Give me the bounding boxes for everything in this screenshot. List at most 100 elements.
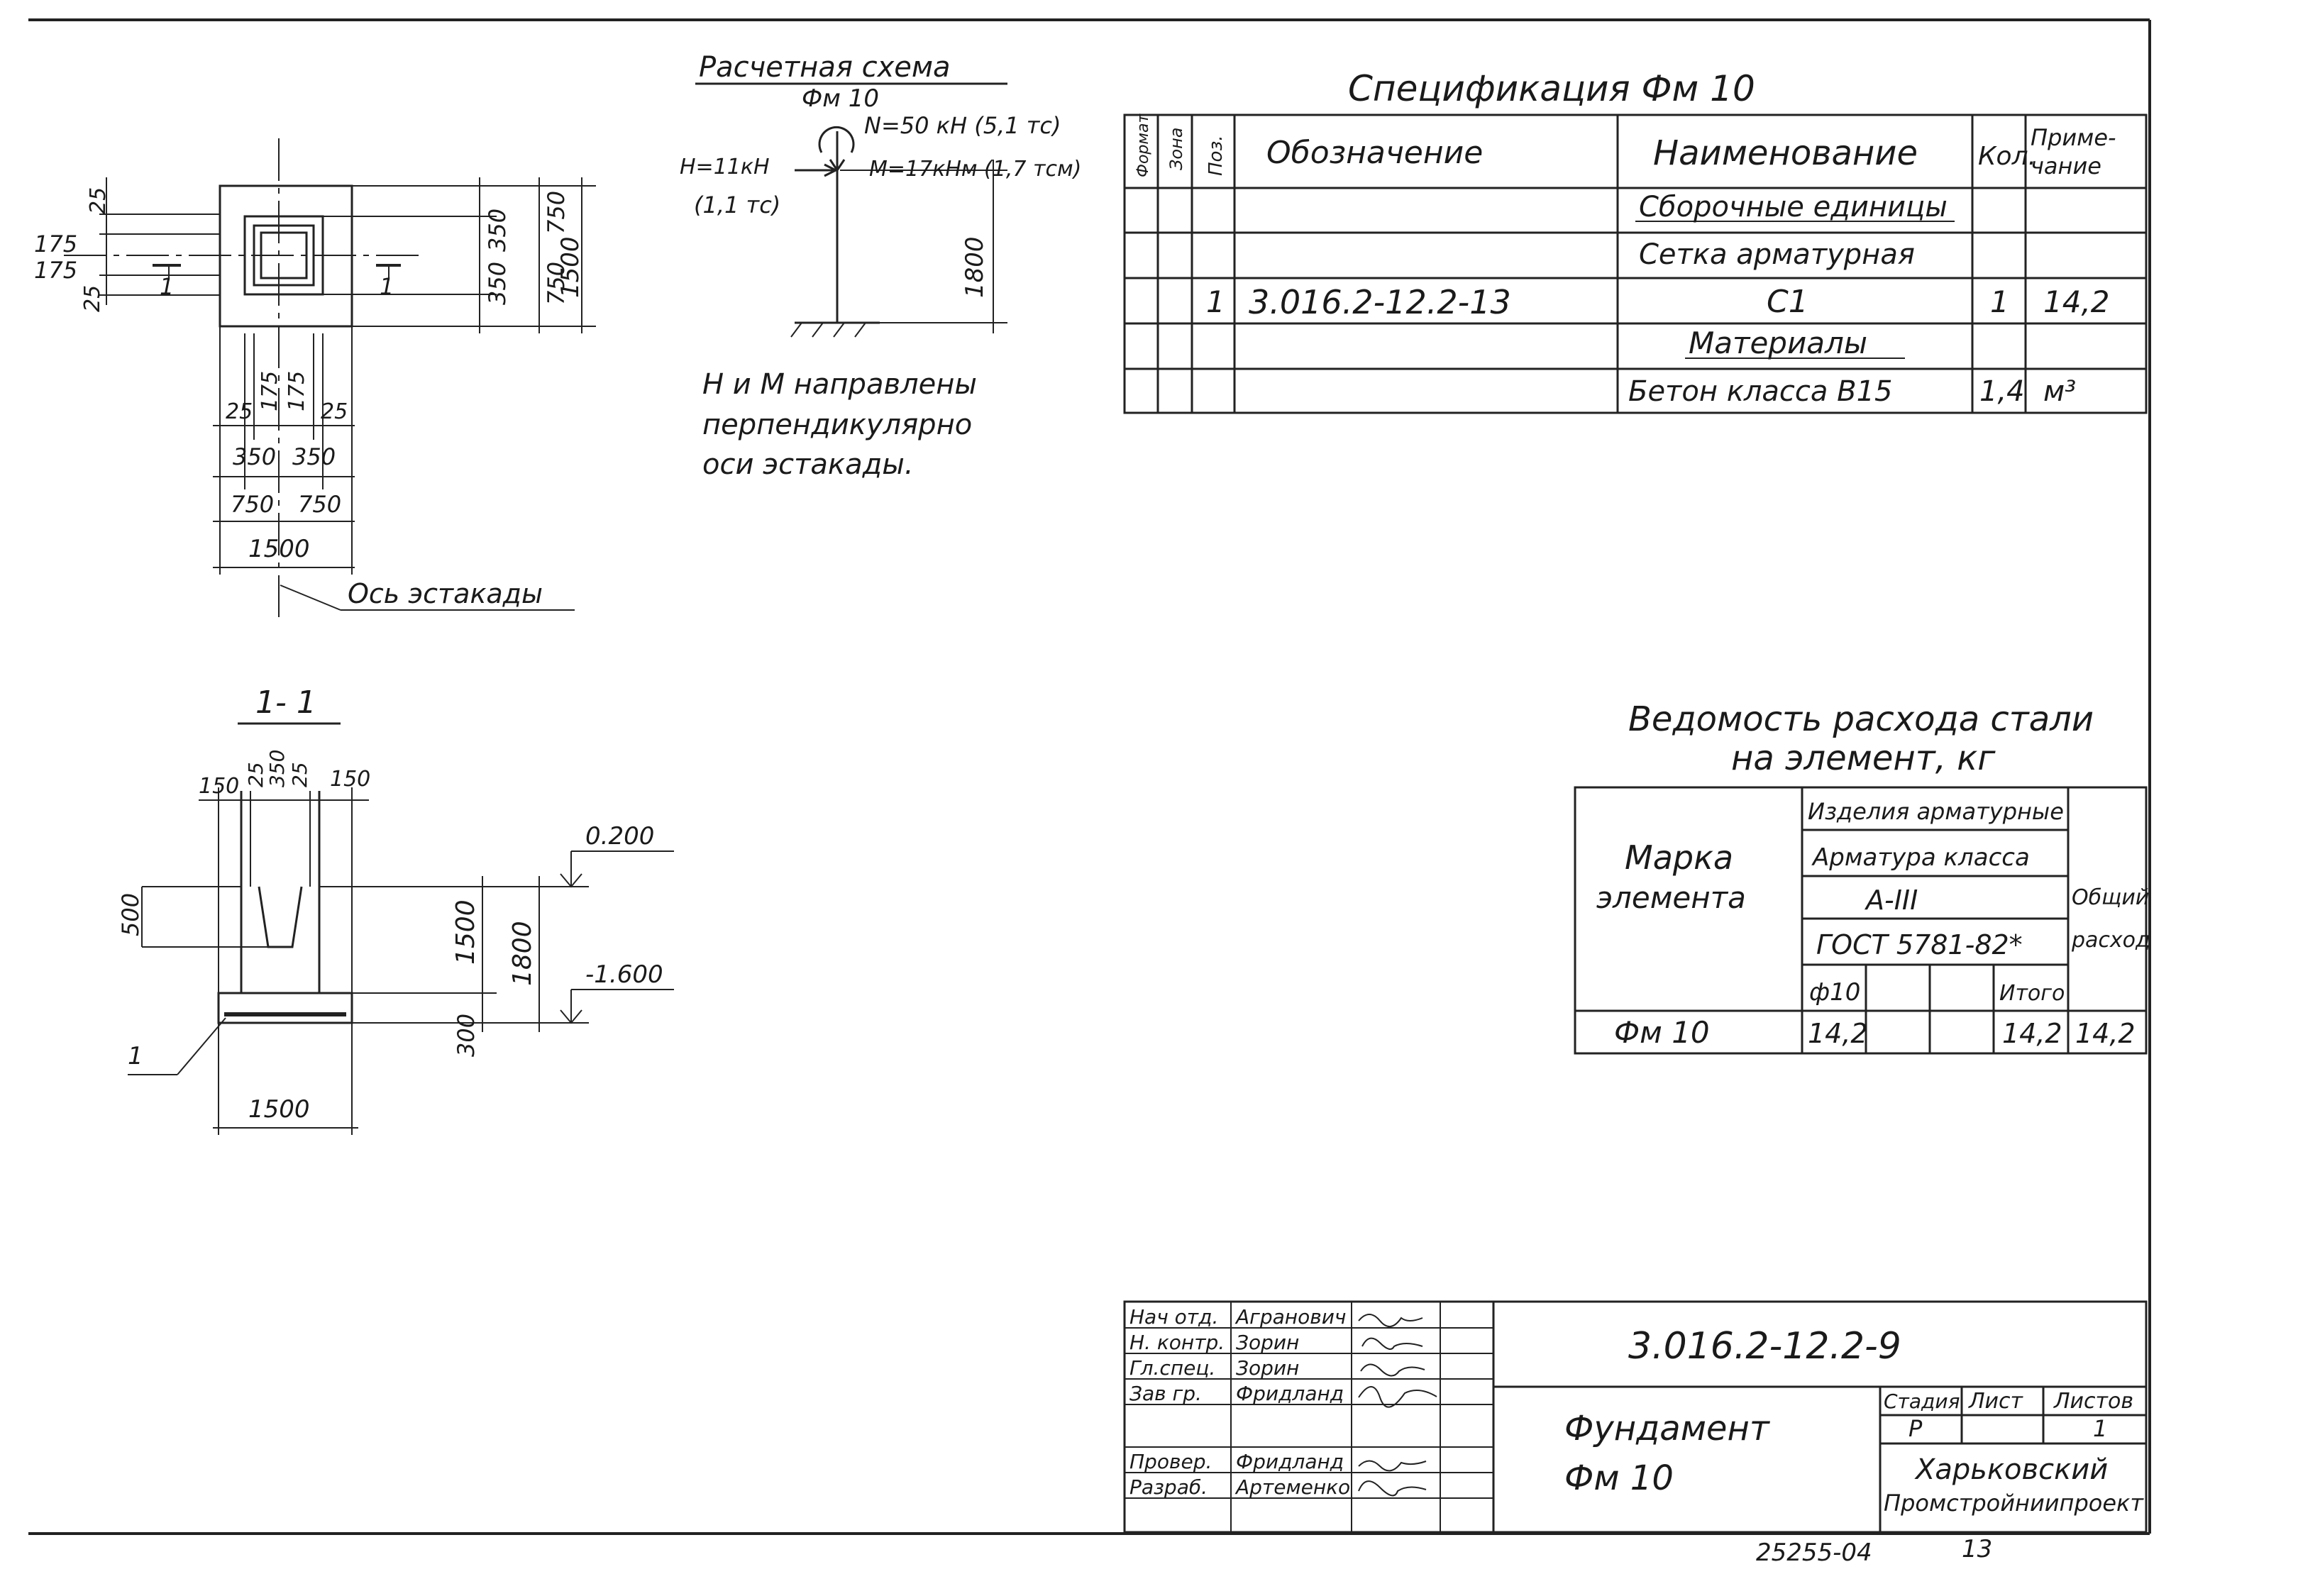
calc-scheme (695, 82, 1007, 338)
role-4: Зав гр. (1129, 1382, 1202, 1405)
steel-title-1: Ведомость расхода стали (1628, 699, 2094, 739)
steel-row-itogo: 14,2 (2002, 1018, 2062, 1049)
stage-value: Р (1908, 1415, 1923, 1442)
calc-note-line-2: перпендикулярно (702, 409, 972, 441)
spec-header-name: Наименование (1653, 133, 1918, 173)
name-3: Зорин (1236, 1356, 1299, 1380)
steel-total-header-1: Общий (2072, 885, 2149, 910)
calc-scheme-element: Фм 10 (802, 84, 879, 113)
spec-row-3-note: 14,2 (2043, 284, 2110, 319)
role-1: Нач отд. (1129, 1305, 1218, 1329)
steel-mark-label-1: Марка (1625, 838, 1733, 877)
sheets-label: Листов (2053, 1389, 2133, 1414)
plan-dim-25-bottom: 25 (80, 285, 105, 312)
section-dim-350: 350 (265, 750, 289, 787)
role-7: Разраб. (1129, 1475, 1208, 1499)
plan-labels: 25 175 175 25 1 1 350 350 750 750 1500 2… (34, 187, 585, 609)
section-mark-right: 1 (380, 273, 394, 300)
spec-row-3-pos: 1 (1206, 284, 1225, 319)
spec-title: Спецификация Фм 10 (1348, 68, 1755, 109)
spec-row-5-qty: 1,4 (1979, 375, 2025, 408)
spec-row-5-note: м³ (2043, 375, 2076, 408)
steel-mark-label-2: элемента (1596, 880, 1746, 915)
level-top: 0.200 (585, 822, 654, 850)
plan-bottom-175-a: 175 (258, 371, 282, 411)
section-dim-1500: 1500 (451, 899, 480, 965)
stage-label: Стадия (1884, 1390, 1960, 1413)
plan-dim-25-top: 25 (86, 187, 111, 214)
name-7: Артеменко (1234, 1475, 1350, 1499)
section-title: 1- 1 (255, 685, 316, 721)
calc-note-line-3: оси эстакады. (702, 448, 914, 481)
page-number: 13 (1962, 1535, 1992, 1563)
spec-header-note-2: чание (2031, 153, 2101, 179)
spec-header-note-1: Приме- (2031, 124, 2116, 151)
calc-scheme-labels: Расчетная схема Фм 10 N=50 кН (5,1 тс) H… (680, 51, 1081, 481)
title-block-labels: Нач отд. Агранович Н. контр. Зорин Гл.сп… (1129, 1305, 2144, 1517)
name-4: Фридланд (1236, 1382, 1344, 1405)
org-name-2: Промстройниипроект (1884, 1490, 2144, 1517)
section-dim-150-a: 150 (199, 774, 239, 799)
steel-row-total: 14,2 (2075, 1018, 2136, 1049)
spec-row-3-qty: 1 (1990, 284, 2009, 319)
calc-scheme-h-force: H=11кН (680, 155, 770, 179)
spec-row-4-name: Материалы (1689, 326, 1867, 360)
spec-row-3-designation: 3.016.2-12.2-13 (1249, 283, 1511, 321)
plan-bottom-175-b: 175 (285, 371, 309, 411)
plan-dim-175-a: 175 (34, 231, 77, 257)
steel-total-header-2: расход (2071, 928, 2150, 953)
section-dim-300: 300 (453, 1014, 480, 1057)
sheet-label: Лист (1968, 1389, 2024, 1414)
plan-bottom-750-a: 750 (231, 491, 274, 518)
spec-row-2-name: Сетка арматурная (1639, 238, 1915, 271)
plan-bottom-350-a: 350 (233, 443, 276, 470)
spec-row-1-name: Сборочные единицы (1639, 191, 1948, 223)
calc-scheme-height: 1800 (961, 236, 989, 298)
plan-dim-1500-side: 1500 (556, 236, 585, 298)
doc-code: 3.016.2-12.2-9 (1628, 1325, 1901, 1368)
name-6: Фридланд (1236, 1450, 1344, 1473)
plan-bottom-25-b: 25 (321, 399, 348, 424)
plan-dim-350-b: 350 (484, 262, 511, 305)
spec-table (1123, 113, 2148, 414)
calc-scheme-h-force-tc: (1,1 тс) (694, 192, 780, 218)
plan-bottom-25-a: 25 (226, 399, 253, 424)
spec-labels: Спецификация Фм 10 Формат Зона Поз. Обоз… (1134, 68, 2116, 408)
steel-labels: Ведомость расхода стали на элемент, кг М… (1596, 699, 2150, 1050)
org-name-1: Харьковский (1914, 1453, 2108, 1486)
section-dim-500: 500 (117, 893, 144, 936)
calc-scheme-moment: M=17кНм (1,7 тсм) (869, 157, 1081, 182)
plan-bottom-350-b: 350 (292, 443, 336, 470)
spec-header-zone: Зона (1166, 128, 1186, 170)
steel-gost: ГОСТ 5781-82* (1816, 929, 2023, 960)
steel-class-value: А-III (1864, 885, 1918, 916)
axis-label: Ось эстакады (348, 578, 543, 609)
signatures (1358, 1314, 1437, 1497)
name-2: Зорин (1236, 1331, 1299, 1354)
plan-dim-350-a: 350 (484, 209, 511, 252)
steel-sub-itogo: Итого (1999, 981, 2065, 1006)
section-dim-150-b: 150 (330, 767, 370, 792)
spec-header-pos: Поз. (1205, 135, 1227, 176)
plan-bottom-1500: 1500 (248, 535, 310, 563)
role-6: Провер. (1129, 1450, 1212, 1473)
role-3: Гл.спец. (1129, 1356, 1215, 1380)
steel-title-2: на элемент, кг (1731, 738, 1996, 778)
sheets-value: 1 (2093, 1415, 2107, 1442)
section-dim-25-b: 25 (288, 762, 311, 787)
spec-header-designation: Обозначение (1266, 135, 1483, 171)
plan-dim-175-b: 175 (34, 257, 77, 284)
object-name-2: Фм 10 (1564, 1458, 1674, 1498)
sheet-frame (28, 18, 2151, 1535)
calc-scheme-title: Расчетная схема (699, 51, 951, 84)
steel-table (1574, 786, 2148, 1055)
level-bottom: -1.600 (585, 960, 663, 989)
plan-dim-750-b: 750 (543, 262, 570, 305)
plan-dim-750-a: 750 (543, 191, 570, 234)
section-dim-1800: 1800 (508, 921, 537, 986)
title-block (1123, 1300, 2148, 1534)
footer: 25255-04 13 (1756, 1535, 1992, 1567)
role-2: Н. контр. (1129, 1331, 1225, 1354)
steel-row-d10: 14,2 (1808, 1018, 1868, 1049)
